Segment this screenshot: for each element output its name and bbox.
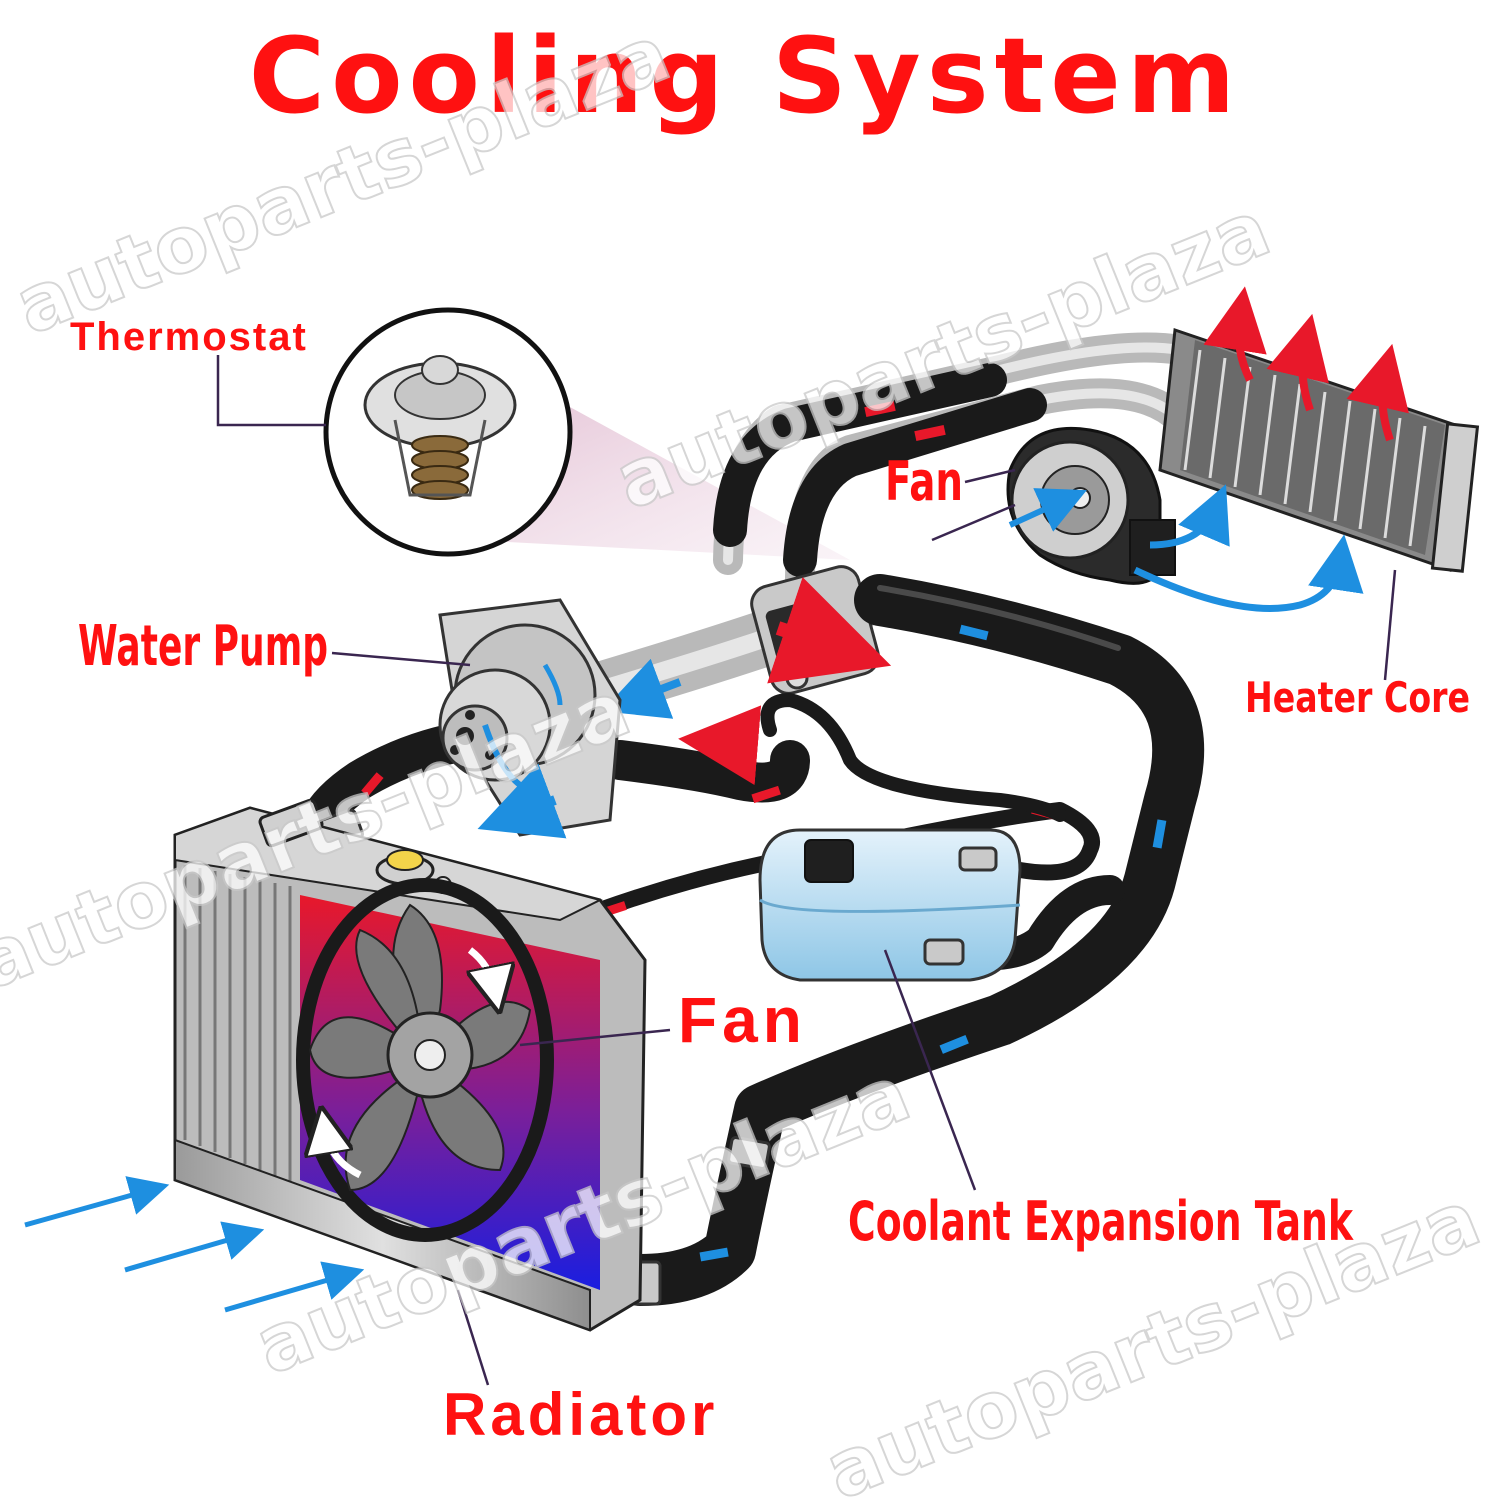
heater-hoses [713, 332, 1195, 595]
page-title: Cooling System [249, 15, 1241, 137]
heater-core [1158, 286, 1480, 573]
label-radiator: Radiator [443, 1381, 718, 1448]
watermarks: autoparts-plaza autoparts-plaza autopart… [0, 8, 1493, 1500]
label-heater-core: Heater Core [1245, 673, 1470, 722]
thermostat-housing [572, 565, 892, 719]
airflow-arrows [24, 1176, 365, 1313]
heater-blower [1006, 426, 1364, 612]
label-fan-heater: Fan [885, 450, 963, 513]
label-water-pump: Water Pump [78, 614, 328, 679]
lower-radiator-hose [614, 574, 1205, 1306]
label-fan-radiator: Fan [678, 984, 807, 1056]
label-coolant-expansion-tank: Coolant Expansion Tank [848, 1190, 1354, 1253]
coolant-expansion-tank [758, 828, 1022, 982]
thermostat-inset [323, 307, 573, 557]
label-thermostat: Thermostat [70, 315, 308, 359]
radiator-fan [296, 878, 554, 1242]
leader-lines [216, 355, 1397, 1386]
water-pump [438, 598, 622, 839]
